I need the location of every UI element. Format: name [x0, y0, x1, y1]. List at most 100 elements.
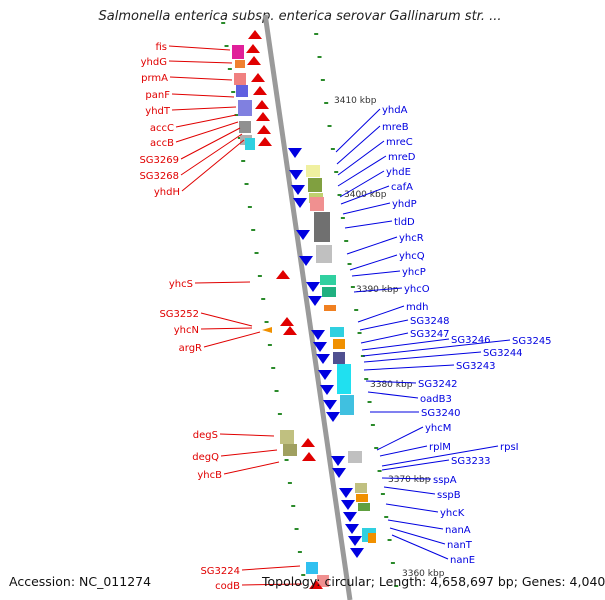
gene-leader-line	[365, 380, 417, 384]
gene-label-left: degQ	[192, 452, 219, 463]
gene-arrow-forward	[255, 100, 269, 109]
scale-tick-right	[380, 493, 385, 495]
feature-block	[283, 444, 297, 456]
gene-leader-line	[337, 140, 385, 176]
gene-label-right: yhcP	[402, 267, 426, 278]
gene-label-right: SG3245	[512, 336, 552, 347]
feature-block	[238, 100, 252, 116]
kbp-scale-label: 3370 kbp	[388, 475, 431, 485]
scale-tick-right	[387, 539, 392, 541]
feature-block	[333, 339, 345, 349]
gene-leader-line	[241, 583, 303, 586]
gene-label-left: yhdG	[141, 57, 167, 68]
gene-label-right: yhcK	[440, 508, 465, 519]
feature-block	[310, 197, 324, 211]
feature-block	[320, 275, 336, 285]
gene-arrow-reverse	[348, 536, 362, 546]
gene-label-right: rplM	[429, 442, 451, 453]
gene-leader-line	[168, 45, 231, 51]
gene-leader-line	[379, 445, 428, 457]
scale-tick-left	[227, 68, 232, 70]
feature-block	[333, 352, 345, 364]
scale-tick-right	[330, 148, 335, 150]
gene-leader-line	[344, 220, 393, 229]
gene-arrow-reverse	[343, 512, 357, 522]
scale-tick-right	[327, 125, 332, 127]
scale-tick-left	[284, 459, 289, 461]
gene-arrow-reverse	[296, 230, 310, 240]
gene-label-right: sspB	[437, 490, 461, 501]
scale-tick-left	[291, 505, 296, 507]
gene-arrow-reverse	[308, 296, 322, 306]
gene-label-left: fis	[155, 42, 167, 53]
gene-leader-line	[349, 254, 398, 271]
gene-arrow-forward	[276, 270, 290, 279]
feature-block	[355, 483, 367, 493]
gene-leader-line	[385, 503, 439, 513]
gene-leader-line	[340, 185, 390, 205]
genome-title: Salmonella enterica subsp. enterica sero…	[98, 9, 502, 24]
gene-arrow-forward	[280, 317, 294, 326]
genome-backbone-line	[262, 14, 353, 600]
scale-tick-right	[347, 263, 352, 265]
scale-tick-right	[344, 240, 349, 242]
feature-block	[236, 85, 248, 97]
gene-label-left: accB	[150, 138, 174, 149]
scale-tick-right	[324, 102, 329, 104]
gene-arrow-forward	[257, 125, 271, 134]
scale-tick-right	[317, 56, 322, 58]
scale-tick-right	[340, 217, 345, 219]
gene-arrow-reverse	[331, 456, 345, 466]
scale-tick-right	[374, 447, 379, 449]
gene-arrow-reverse	[288, 148, 302, 158]
gene-arrow-reverse	[313, 342, 327, 352]
gene-leader-line	[337, 155, 387, 187]
kbp-scale-label: 3410 kbp	[334, 96, 377, 106]
gene-label-left: SG3252	[159, 309, 199, 320]
gene-arrow-forward	[309, 580, 323, 589]
feature-block	[314, 212, 330, 242]
gene-leader-line	[381, 477, 432, 480]
gene-label-left: prmA	[141, 73, 168, 84]
feature-block	[356, 494, 368, 502]
feature-block	[306, 165, 320, 177]
gene-leader-line	[339, 170, 385, 198]
gene-arrow-forward	[246, 44, 260, 53]
feature-block	[316, 245, 332, 263]
gene-label-right: tldD	[394, 217, 415, 228]
scale-tick-left	[287, 482, 292, 484]
feature-block	[280, 430, 294, 444]
gene-leader-line	[220, 449, 278, 457]
gene-arrow-forward	[301, 438, 315, 447]
gene-arrow-forward	[256, 112, 270, 121]
gene-label-right: mreC	[386, 137, 413, 148]
gene-label-right: yhdA	[382, 105, 408, 116]
scale-tick-left	[261, 298, 266, 300]
gene-label-left: yhdT	[145, 106, 171, 117]
gene-label-right: SG3247	[410, 329, 450, 340]
feature-block	[234, 73, 246, 85]
feature-block	[306, 562, 318, 574]
scale-tick-left	[297, 551, 302, 553]
gene-label-left: yhcB	[197, 470, 222, 481]
gene-label-left: yhcS	[169, 279, 193, 290]
gene-leader-line	[203, 331, 261, 348]
scale-tick-left	[254, 252, 259, 254]
scale-tick-right	[334, 171, 339, 173]
gene-label-left: yhdH	[154, 187, 180, 198]
gene-label-right: nanT	[447, 540, 473, 551]
gene-leader-line	[194, 281, 251, 284]
gene-label-right: sspA	[433, 475, 457, 486]
gene-leader-line	[363, 364, 455, 371]
scale-tick-left	[221, 22, 226, 24]
gene-leader-line	[353, 287, 403, 293]
gene-leader-line	[180, 133, 243, 176]
gene-label-right: yhcQ	[399, 251, 425, 262]
gene-arrow-reverse	[306, 282, 320, 292]
scale-tick-left	[237, 137, 242, 139]
gene-label-left: degS	[193, 430, 218, 441]
scale-tick-right	[337, 194, 342, 196]
scale-tick-right	[314, 33, 319, 35]
gene-arrow-reverse	[326, 412, 340, 422]
